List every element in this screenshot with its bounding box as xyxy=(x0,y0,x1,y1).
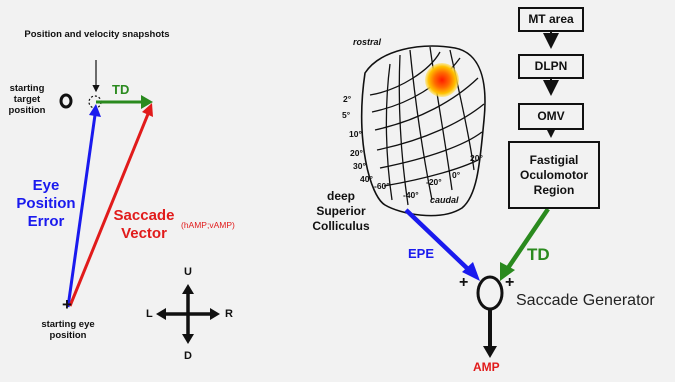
starting-target-label: starting target position xyxy=(8,83,46,116)
rostral-label: rostral xyxy=(353,37,382,47)
colliculus-outline xyxy=(360,45,486,217)
saccade-vector-sublabel: (hAMP;vAMP) xyxy=(181,220,235,230)
saccade-vector-label: Saccade Vector xyxy=(113,207,175,242)
snapshots-label: Position and velocity snapshots xyxy=(24,29,170,40)
summing-junction xyxy=(476,275,504,311)
dir-tick-0: 0° xyxy=(452,170,461,180)
activity-hotspot xyxy=(425,63,459,97)
compass-down: D xyxy=(184,350,192,362)
amp-label: AMP xyxy=(473,360,500,374)
plus-left: + xyxy=(459,274,469,291)
dir-tick-minus40: -40° xyxy=(403,190,419,200)
caudal-label: caudal xyxy=(430,195,459,205)
td-arrow xyxy=(96,95,153,109)
compass-up: U xyxy=(184,266,192,278)
box-omv: OMV xyxy=(518,103,584,130)
saccade-vector-arrow xyxy=(68,103,153,307)
superior-colliculus-label: deep Superior Colliculus xyxy=(312,189,370,233)
starting-target-circle xyxy=(59,93,73,109)
compass-right: R xyxy=(225,308,233,320)
amp-tick-20: 20° xyxy=(350,148,363,158)
dir-tick-minus60: -60° xyxy=(374,181,390,191)
eye-position-error-label: Eye Position Error xyxy=(16,177,76,230)
starting-eye-label: starting eye position xyxy=(41,319,95,341)
compass-cross xyxy=(156,284,220,344)
plus-right: + xyxy=(505,274,515,291)
td-pathway-arrow xyxy=(500,207,550,281)
amp-tick-30: 30° xyxy=(353,161,366,171)
td-generator-label: TD xyxy=(527,245,550,264)
eye-position-error-arrow xyxy=(66,104,101,308)
dir-tick-minus20: -20° xyxy=(426,177,442,187)
amp-tick-40: 40° xyxy=(360,174,373,184)
epe-label: EPE xyxy=(408,246,435,261)
epe-arrow xyxy=(404,208,480,281)
amp-tick-2: 2° xyxy=(343,94,352,104)
saccade-generator-label: Saccade Generator xyxy=(516,292,655,309)
colliculus-map xyxy=(360,45,486,217)
box-dlpn: DLPN xyxy=(518,54,584,79)
starting-eye-plus: + xyxy=(62,295,72,314)
dir-tick-20: 20° xyxy=(470,153,483,163)
td-label: TD xyxy=(112,82,130,97)
amp-output-arrow xyxy=(483,309,497,358)
box-mt-area: MT area xyxy=(518,7,584,32)
compass-left: L xyxy=(146,308,153,320)
amp-tick-5: 5° xyxy=(342,110,351,120)
box-fastigial-oculomotor-region: Fastigial Oculomotor Region xyxy=(508,141,600,209)
amp-tick-10: 10° xyxy=(349,129,362,139)
